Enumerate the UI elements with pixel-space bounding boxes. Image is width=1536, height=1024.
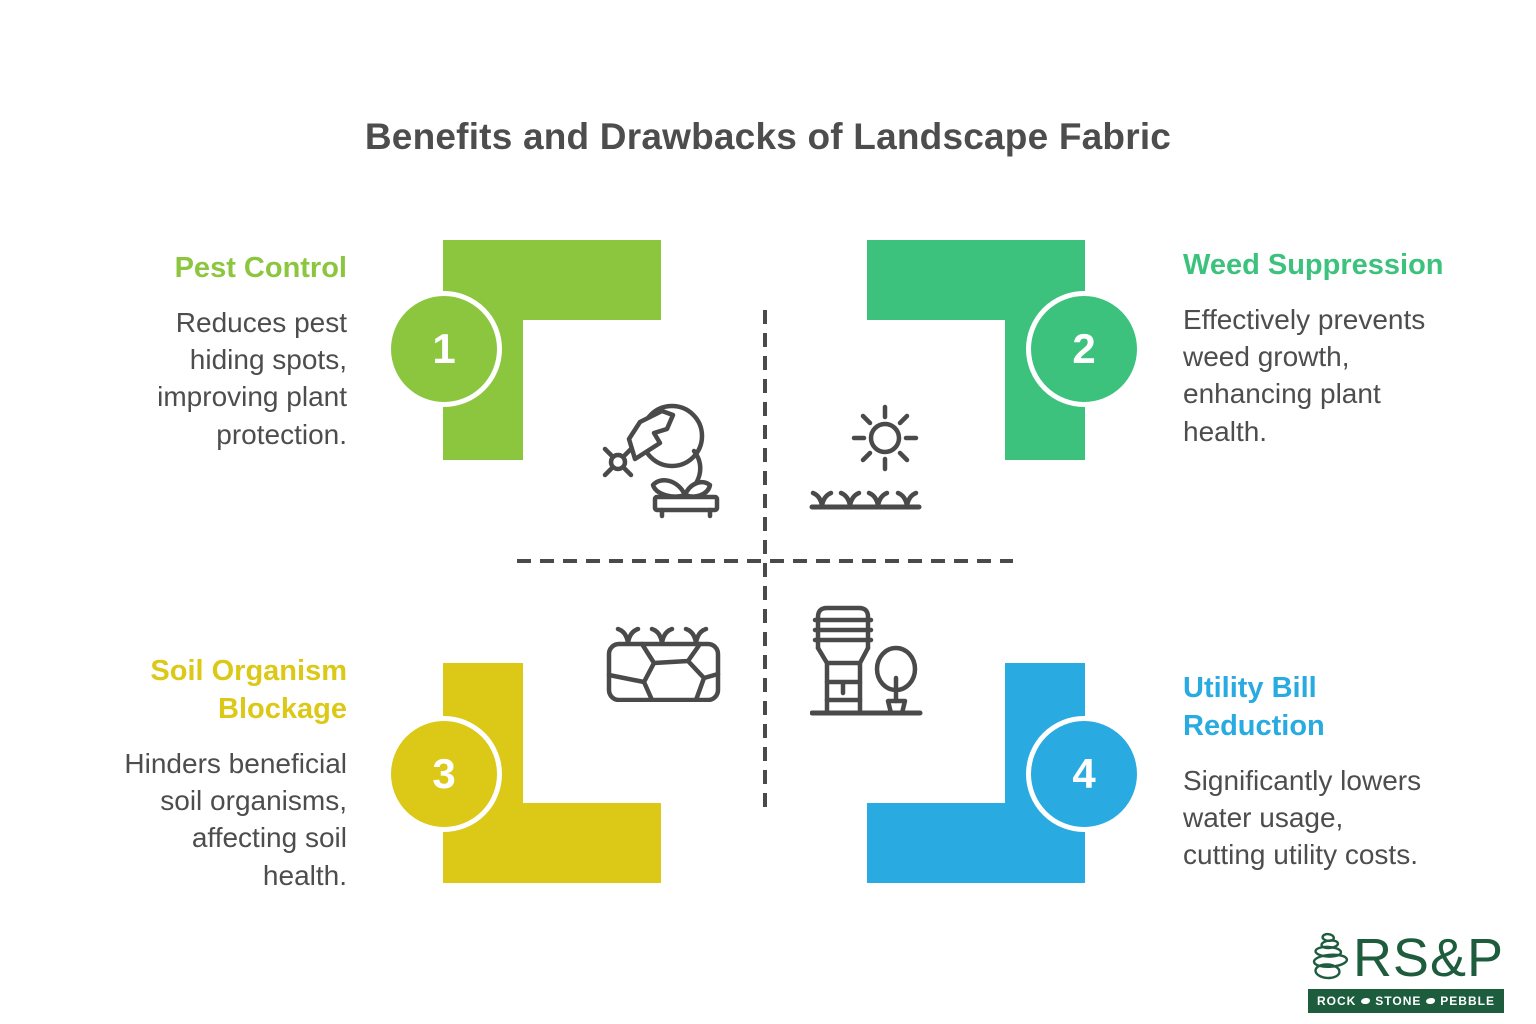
landscape-fabric-stones-icon: [606, 626, 721, 702]
quadrant3-number-badge: 3: [386, 716, 502, 832]
quadrant4-number-badge: 4: [1026, 716, 1142, 832]
water-dispenser-tree-icon: [810, 605, 923, 716]
carnivorous-plant-pest-icon: [602, 403, 720, 519]
pebble-bullet-icon: [1361, 998, 1371, 1004]
quadrant2-body: Effectively prevents weed growth, enhanc…: [1183, 304, 1426, 447]
quadrant2-number: 2: [1072, 325, 1096, 372]
quadrant1-heading: Pest Control: [174, 252, 347, 284]
logo-word-stone: STONE: [1375, 994, 1422, 1008]
quadrant3-number: 3: [432, 750, 456, 797]
pebble-bullet-icon: [1426, 998, 1436, 1004]
logo-word-pebble: PEBBLE: [1440, 994, 1495, 1008]
logo-tagline-bar: ROCK STONE PEBBLE: [1308, 989, 1504, 1013]
quadrant1-number-badge: 1: [386, 291, 502, 407]
quadrant4-number: 4: [1072, 750, 1096, 797]
quadrant3-heading: Soil Organism Blockage: [150, 655, 347, 725]
quadrant1-number: 1: [432, 325, 456, 372]
pebble-cairn-icon: [1312, 932, 1349, 980]
brand-logo: RS&P ROCK STONE PEBBLE: [1308, 918, 1504, 1013]
logo-monogram: RS&P: [1352, 928, 1504, 989]
page-title: Benefits and Drawbacks of Landscape Fabr…: [364, 116, 1172, 157]
quadrant1-body: Reduces pest hiding spots, improving pla…: [157, 307, 347, 450]
logo-word-rock: ROCK: [1317, 994, 1357, 1008]
quadrant2-number-badge: 2: [1026, 291, 1142, 407]
quadrant4-body: Significantly lowers water usage, cuttin…: [1183, 765, 1422, 871]
quadrant2-heading: Weed Suppression: [1183, 249, 1444, 281]
sun-over-sprouts-icon: [809, 404, 922, 510]
quadrant3-body: Hinders beneficial soil organisms, affec…: [124, 748, 347, 891]
quadrant4-heading: Utility Bill Reduction: [1183, 672, 1325, 742]
